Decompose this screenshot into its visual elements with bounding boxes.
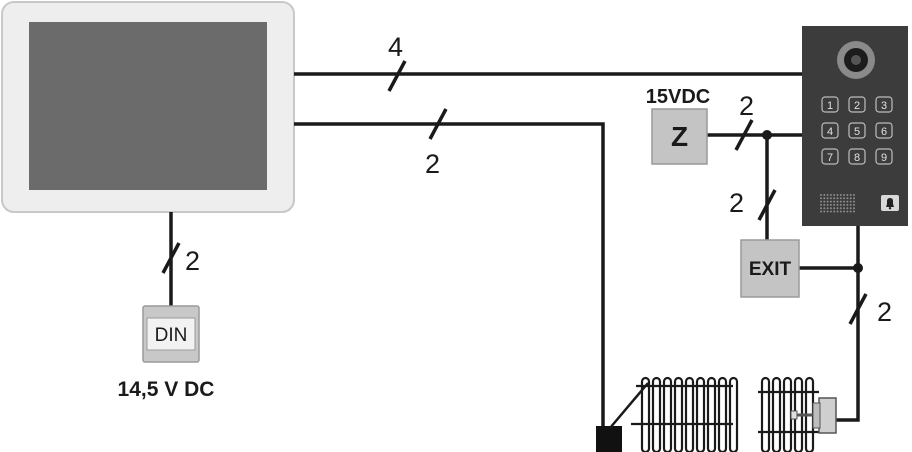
exit-button: EXIT (740, 239, 800, 298)
keypad: 1 2 3 4 5 6 7 8 9 (821, 96, 893, 165)
slash-marker (848, 293, 868, 325)
electric-lock (790, 397, 837, 434)
gate-bar (717, 376, 728, 452)
wicket-gate (758, 376, 837, 452)
wire-count-label: 2 (739, 91, 754, 121)
wire-count-markers (161, 60, 868, 325)
gate-motor (596, 426, 622, 452)
keypad-key-label: 3 (881, 100, 887, 112)
slash-marker (387, 60, 407, 92)
gate-arm (609, 382, 649, 429)
keypad-key-label: 5 (854, 126, 860, 138)
camera-icon (837, 41, 875, 79)
keypad-key-label: 2 (854, 100, 860, 112)
keypad-key: 1 (821, 96, 839, 113)
wire-panel-lock (836, 226, 860, 422)
wicket-bar (771, 376, 782, 452)
wire-count-label: 4 (388, 32, 403, 62)
keypad-key: 7 (821, 148, 839, 165)
keypad-key: 4 (821, 122, 839, 139)
gate-bar (706, 376, 717, 452)
slash-marker (734, 119, 754, 151)
speaker-grille (820, 194, 855, 213)
gate-bar (651, 376, 662, 452)
wicket-bar (782, 376, 793, 452)
wire-count-label: 2 (877, 297, 892, 327)
keypad-key: 8 (848, 148, 866, 165)
gate-bars (631, 376, 739, 452)
gate-bar (695, 376, 706, 452)
slash-marker (161, 242, 181, 274)
keypad-key-label: 4 (827, 126, 833, 138)
bell-icon (886, 198, 894, 207)
keypad-key: 6 (875, 122, 893, 139)
din-label: DIN (155, 325, 188, 346)
keypad-key-label: 1 (827, 100, 833, 112)
gate (596, 376, 739, 452)
keypad-key-label: 6 (881, 126, 887, 138)
video-monitor (1, 1, 295, 213)
exit-label: EXIT (749, 259, 792, 280)
wire-monitor-gate (294, 122, 605, 428)
gate-bar (640, 376, 651, 452)
keypad-key: 3 (875, 96, 893, 113)
call-button (881, 195, 899, 211)
door-panel: 1 2 3 4 5 6 7 8 9 (802, 26, 908, 226)
keypad-key: 2 (848, 96, 866, 113)
junction-dot (762, 130, 772, 140)
slash-marker (757, 189, 777, 221)
wire-count-label: 2 (425, 149, 440, 179)
gate-bar (728, 376, 739, 452)
gate-bar (684, 376, 695, 452)
junction-dot (853, 263, 863, 273)
keypad-key: 9 (875, 148, 893, 165)
gate-bar (673, 376, 684, 452)
keypad-key-label: 7 (827, 152, 833, 164)
keypad-key-label: 8 (854, 152, 860, 164)
keypad-key-label: 9 (881, 152, 887, 164)
psu-voltage-label: 15VDC (646, 86, 710, 108)
psu-label: Z (671, 121, 688, 152)
monitor-screen (29, 22, 267, 190)
din-voltage-label: 14,5 V DC (118, 378, 215, 401)
slash-marker (428, 108, 448, 140)
wires (169, 72, 860, 428)
wicket-bar (760, 376, 771, 452)
gate-bar (662, 376, 673, 452)
wire-count-label: 2 (185, 246, 200, 276)
power-supply-z: Z (651, 108, 708, 165)
wire-count-label: 2 (729, 188, 744, 218)
din-power-supply: DIN (142, 305, 200, 363)
keypad-key: 5 (848, 122, 866, 139)
